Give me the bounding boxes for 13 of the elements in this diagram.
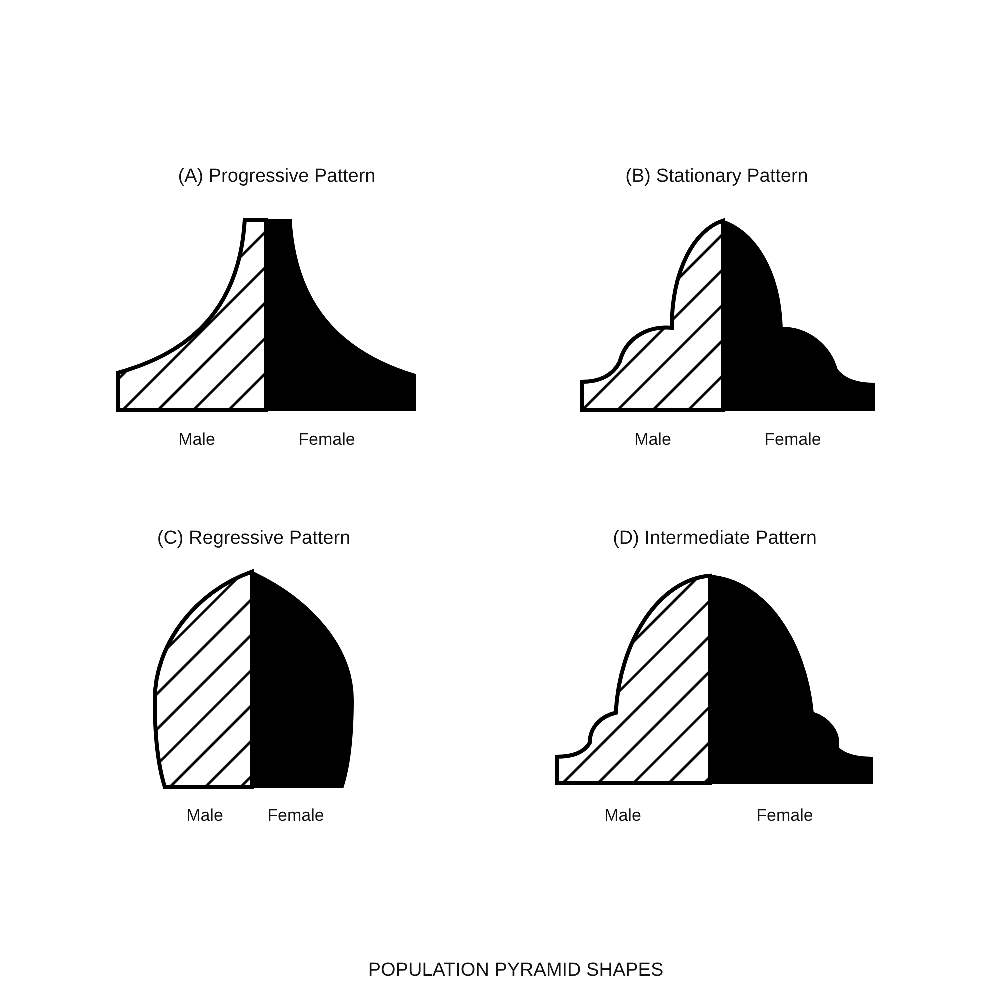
side-label: Male xyxy=(186,806,224,826)
side-label: Male xyxy=(604,806,642,826)
side-label: Female xyxy=(268,806,324,826)
panel-title: (D) Intermediate Pattern xyxy=(613,528,817,550)
panel-title: (B) Stationary Pattern xyxy=(626,166,808,188)
side-label: Female xyxy=(764,430,822,450)
side-label: Male xyxy=(178,430,216,450)
caption: POPULATION PYRAMID SHAPES xyxy=(368,960,664,982)
panel-title: (C) Regressive Pattern xyxy=(157,528,351,550)
side-label: Female xyxy=(298,430,356,450)
side-label: Male xyxy=(634,430,672,450)
side-label: Female xyxy=(756,806,814,826)
panel-title: (A) Progressive Pattern xyxy=(178,166,376,188)
